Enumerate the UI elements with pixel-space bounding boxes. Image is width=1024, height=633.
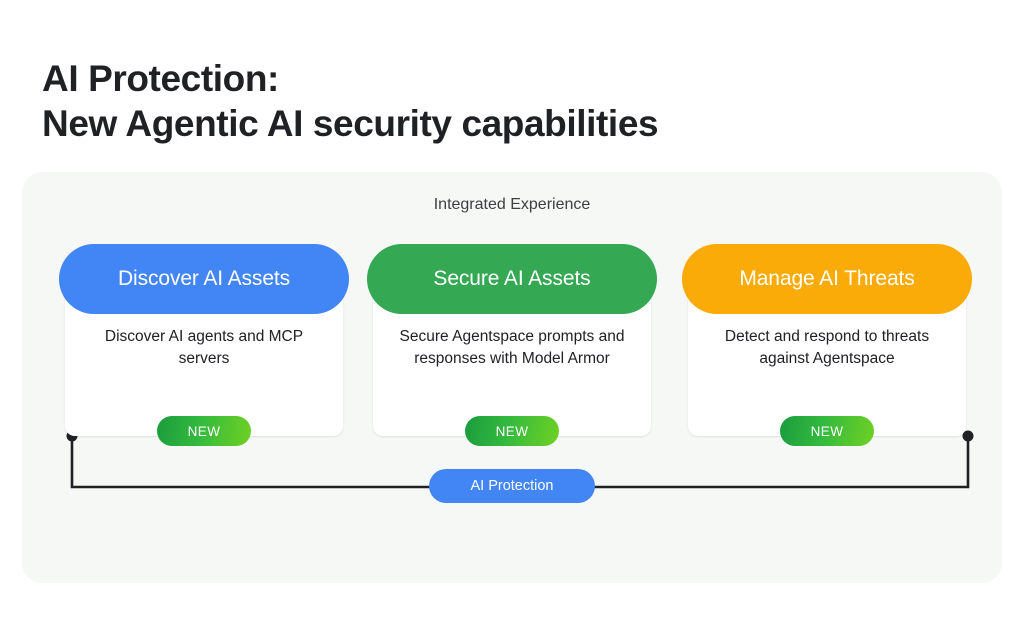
- card-header-manage[interactable]: Manage AI Threats: [682, 244, 972, 314]
- panel-heading: Integrated Experience: [433, 196, 591, 213]
- new-badge: NEW: [780, 416, 874, 446]
- new-badge: NEW: [157, 416, 251, 446]
- card-description: Detect and respond to threats against Ag…: [724, 328, 930, 367]
- capability-cards: Discover AI agents and MCP servers Disco…: [22, 244, 1002, 446]
- card-header-secure[interactable]: Secure AI Assets: [367, 244, 657, 314]
- card-description: Secure Agentspace prompts and responses …: [399, 328, 625, 367]
- card-description: Discover AI agents and MCP servers: [104, 328, 304, 367]
- integrated-experience-panel: Integrated Experience Discover AI agents…: [22, 172, 1002, 583]
- ai-protection-pill[interactable]: AI Protection: [429, 469, 595, 503]
- card-header-discover[interactable]: Discover AI Assets: [59, 244, 349, 314]
- new-badge: NEW: [465, 416, 559, 446]
- page-title: AI Protection: New Agentic AI security c…: [42, 58, 659, 144]
